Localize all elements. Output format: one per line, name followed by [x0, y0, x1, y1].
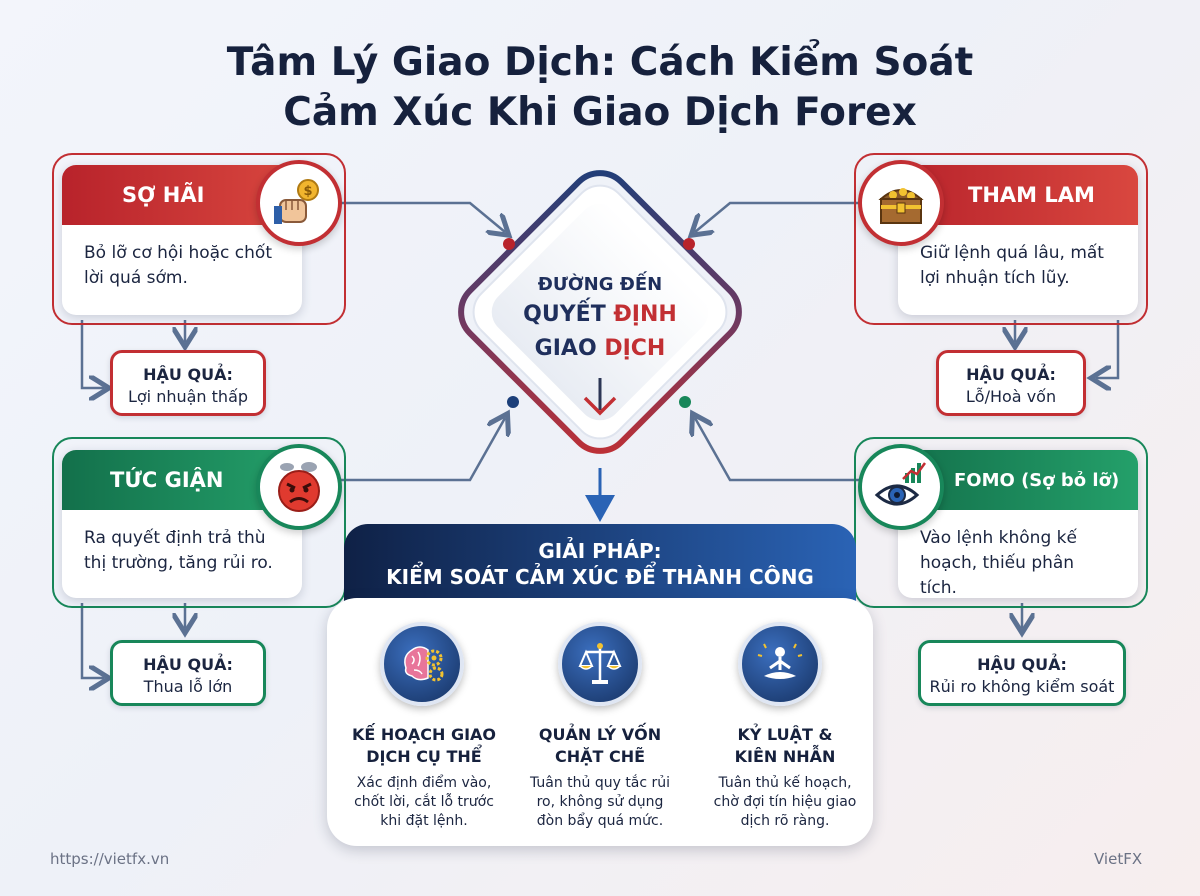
- page-title: Tâm Lý Giao Dịch: Cách Kiểm Soát Cảm Xúc…: [0, 38, 1200, 138]
- brain-gear-icon: [380, 622, 464, 706]
- anger-card-desc: Ra quyết định trả thù thị trường, tăng r…: [84, 528, 273, 573]
- fear-card: SỢ HÃI Bỏ lỡ cơ hội hoặc chốt lời quá sớ…: [62, 165, 302, 315]
- title-line-2: Cảm Xúc Khi Giao Dịch Forex: [283, 90, 917, 135]
- greed-card-outline: [854, 153, 1148, 325]
- step-3: KỶ LUẬT & KIÊN NHẪN Tuân thủ kế hoạch, c…: [700, 724, 870, 831]
- angry-face-icon: [256, 444, 342, 530]
- center-line-1: ĐƯỜNG ĐẾN: [537, 274, 663, 295]
- anger-consequence: HẬU QUẢ: Thua lỗ lớn: [110, 640, 266, 706]
- step-3-title: KỶ LUẬT & KIÊN NHẪN: [734, 725, 836, 766]
- meditation-icon: [738, 622, 822, 706]
- scales-icon: [558, 622, 642, 706]
- step-3-desc: Tuân thủ kế hoạch, chờ đợi tín hiệu giao…: [713, 775, 857, 829]
- fist-coin-icon: $: [256, 160, 342, 246]
- fomo-card-outline: [854, 437, 1148, 608]
- center-line-3: GIAO DỊCH: [534, 336, 666, 361]
- solution-header-line-2: KIỂM SOÁT CẢM XÚC ĐỂ THÀNH CÔNG: [386, 565, 814, 589]
- anger-card-outline: [52, 437, 346, 608]
- center-diamond: ĐƯỜNG ĐẾN QUYẾT ĐỊNH GIAO DỊCH: [490, 272, 710, 366]
- step-2-title: QUẢN LÝ VỐN CHẶT CHẼ: [538, 725, 662, 766]
- fomo-card-desc: Vào lệnh không kế hoạch, thiếu phân tích…: [920, 528, 1077, 598]
- title-line-1: Tâm Lý Giao Dịch: Cách Kiểm Soát: [226, 40, 974, 85]
- fear-consequence: HẬU QUẢ: Lợi nhuận thấp: [110, 350, 266, 416]
- anger-card: TỨC GIẬN Ra quyết định trả thù thị trườn…: [62, 450, 302, 598]
- eye-chart-icon: [858, 444, 944, 530]
- step-1-desc: Xác định điểm vào, chốt lời, cắt lỗ trướ…: [354, 775, 494, 829]
- greed-consequence: HẬU QUẢ: Lỗ/Hoà vốn: [936, 350, 1086, 416]
- solution-header: GIẢI PHÁP: KIỂM SOÁT CẢM XÚC ĐỂ THÀNH CÔ…: [344, 524, 856, 604]
- svg-text:$: $: [303, 184, 312, 199]
- step-2-desc: Tuân thủ quy tắc rủi ro, không sử dụng đ…: [529, 775, 671, 829]
- center-line-2: QUYẾT ĐỊNH: [523, 302, 677, 327]
- step-2: QUẢN LÝ VỐN CHẶT CHẼ Tuân thủ quy tắc rủ…: [514, 724, 686, 831]
- fear-card-outline: [52, 153, 346, 325]
- fomo-consequence: HẬU QUẢ: Rủi ro không kiểm soát: [918, 640, 1126, 706]
- greed-card-desc: Giữ lệnh quá lâu, mất lợi nhuận tích lũy…: [920, 243, 1104, 288]
- footer-brand: VietFX: [1094, 850, 1143, 868]
- fear-card-desc: Bỏ lỡ cơ hội hoặc chốt lời quá sớm.: [84, 243, 272, 288]
- solution-header-line-1: GIẢI PHÁP:: [538, 539, 662, 563]
- step-1: KẾ HOẠCH GIAO DỊCH CỤ THỂ Xác định điểm …: [340, 724, 508, 831]
- treasure-chest-icon: [858, 160, 944, 246]
- footer-url[interactable]: https://vietfx.vn: [50, 850, 170, 868]
- step-1-title: KẾ HOẠCH GIAO DỊCH CỤ THỂ: [351, 725, 497, 766]
